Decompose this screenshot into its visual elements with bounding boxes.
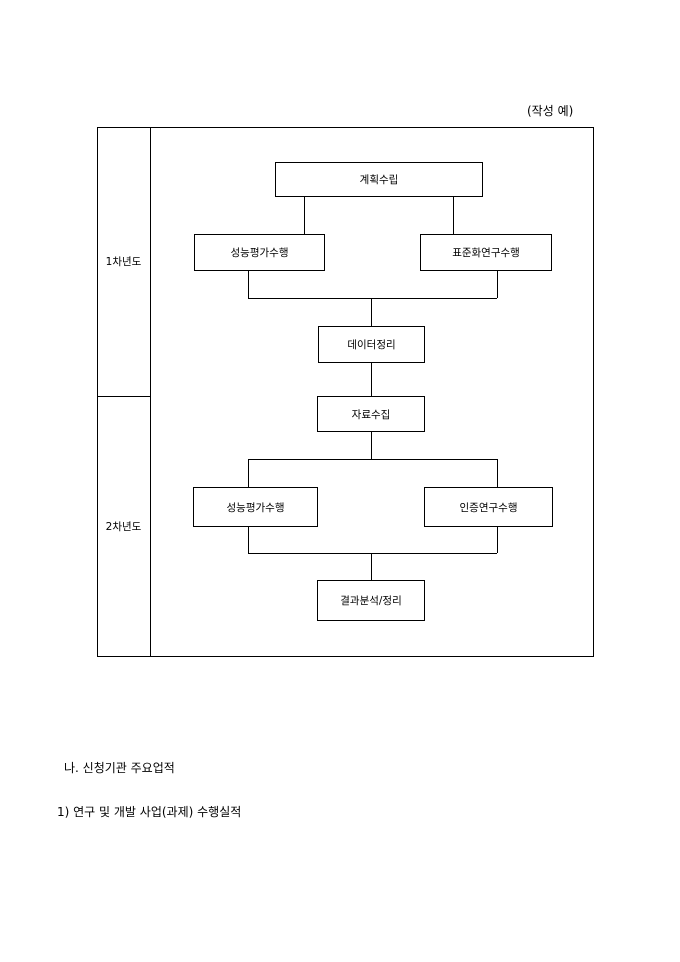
connector: [497, 459, 498, 487]
connector: [248, 459, 249, 487]
subsection-heading: 1) 연구 및 개발 사업(과제) 수행실적: [57, 805, 242, 819]
step-performance-eval-2: 성능평가수행: [193, 487, 318, 527]
connector: [497, 526, 498, 553]
step-certification-research: 인증연구수행: [424, 487, 553, 527]
year-2-label: 2차년도: [105, 521, 142, 533]
connector: [371, 298, 372, 326]
connector: [248, 526, 249, 553]
connector: [371, 553, 372, 580]
connector: [248, 553, 497, 554]
connector: [371, 431, 372, 459]
connector: [371, 362, 372, 396]
connector: [497, 270, 498, 298]
step-performance-eval-1: 성능평가수행: [194, 234, 325, 271]
step-data-organization: 데이터정리: [318, 326, 425, 363]
connector: [248, 298, 497, 299]
step-standardization-research: 표준화연구수행: [420, 234, 552, 271]
connector: [248, 459, 497, 460]
connector: [453, 196, 454, 234]
step-data-collection: 자료수집: [317, 396, 425, 432]
step-plan: 계획수립: [275, 162, 483, 197]
column-divider: [150, 127, 151, 657]
section-heading: 나. 신청기관 주요업적: [64, 761, 175, 775]
year-1-label: 1차년도: [105, 256, 142, 268]
row-divider: [97, 396, 150, 397]
example-note: (작성 예): [527, 104, 574, 118]
connector: [304, 196, 305, 234]
table-border: [97, 127, 594, 657]
step-result-analysis: 결과분석/정리: [317, 580, 425, 621]
connector: [248, 270, 249, 298]
